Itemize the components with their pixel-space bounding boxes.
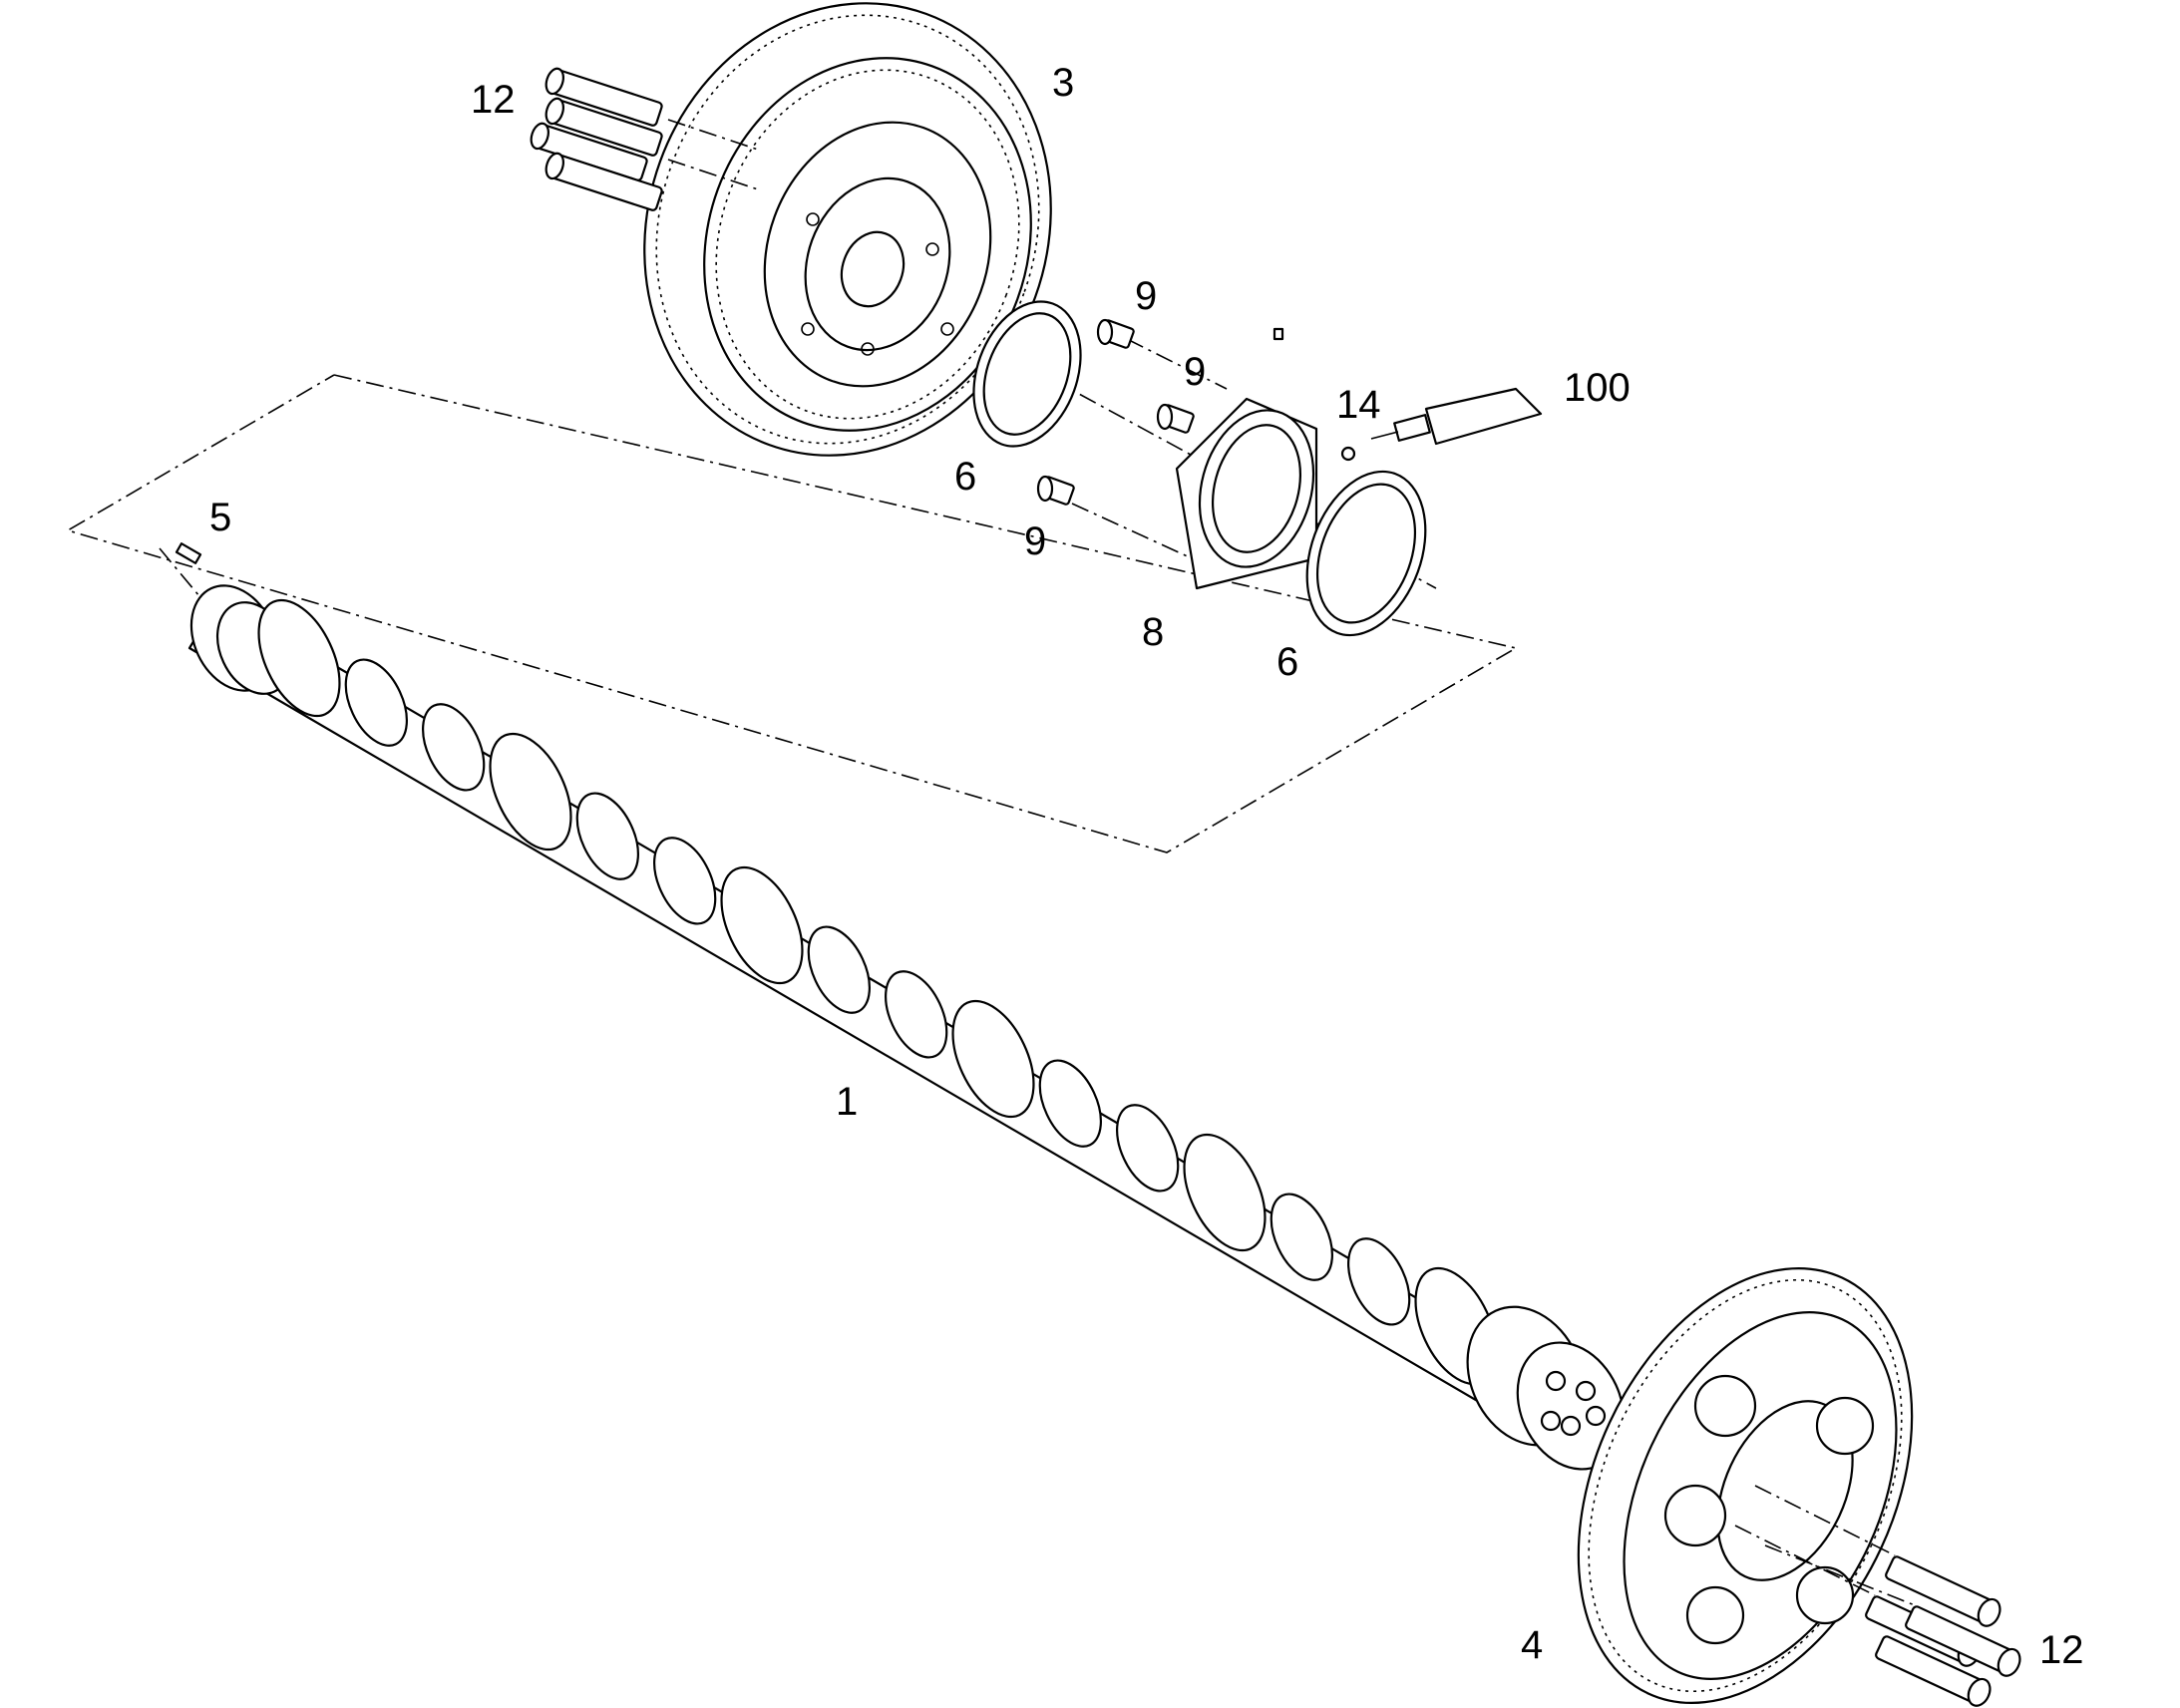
label-rear-gear: 4 [1521, 1623, 1543, 1667]
cam-lobe [807, 925, 871, 1014]
screw-upper [1096, 318, 1135, 349]
screw-middle [1156, 403, 1195, 434]
camshaft-journal [951, 999, 1035, 1119]
screw-lower [1036, 475, 1075, 506]
camshaft [187, 584, 1626, 1471]
gear-bolts-top [530, 67, 759, 211]
label-plug: 14 [1336, 383, 1381, 427]
cam-lobe [1347, 1237, 1411, 1326]
plug [1272, 327, 1356, 462]
label-screw-c: 9 [1024, 519, 1046, 563]
pin-axis [159, 547, 210, 609]
thrust-washer-left [972, 300, 1082, 448]
cam-lobe [344, 658, 408, 747]
cam-lobe [1116, 1104, 1180, 1193]
label-screw-b: 9 [1184, 350, 1206, 394]
front-camshaft-gear [643, 2, 1052, 457]
sealant-tube [1370, 387, 1543, 446]
screw-axis-1 [1126, 338, 1228, 390]
label-bolts-top: 12 [471, 78, 516, 122]
camshaft-journal [257, 598, 341, 718]
label-thrust-washer-left: 6 [954, 455, 976, 499]
cam-lobe [1270, 1193, 1333, 1281]
label-sealant: 100 [1564, 366, 1631, 410]
rear-camshaft-gear [1577, 1267, 1914, 1704]
label-camshaft: 1 [836, 1080, 858, 1124]
cam-lobe [575, 792, 639, 880]
label-screw-a: 9 [1135, 274, 1157, 318]
label-bolts-bottom: 12 [2039, 1628, 2084, 1672]
label-thrust-washer-right: 6 [1276, 640, 1298, 684]
label-thrust-plate: 8 [1142, 610, 1164, 654]
cam-lobe [1038, 1059, 1102, 1148]
cam-lobe [885, 970, 948, 1059]
camshaft-journal [720, 865, 804, 985]
cam-lobe [653, 837, 717, 925]
camshaft-journal [489, 732, 572, 852]
gear-bolts-bottom [1734, 1485, 2021, 1707]
label-front-gear: 3 [1052, 61, 1074, 105]
screw-axis-2 [1071, 503, 1193, 559]
cam-lobe [422, 703, 486, 792]
camshaft-journal [1183, 1133, 1267, 1252]
thrust-plate [1175, 397, 1318, 590]
thrust-washer-right [1305, 470, 1427, 637]
label-dowel-pin: 5 [209, 496, 231, 539]
dowel-pin [175, 542, 202, 564]
assembly-boundary [65, 374, 1519, 854]
